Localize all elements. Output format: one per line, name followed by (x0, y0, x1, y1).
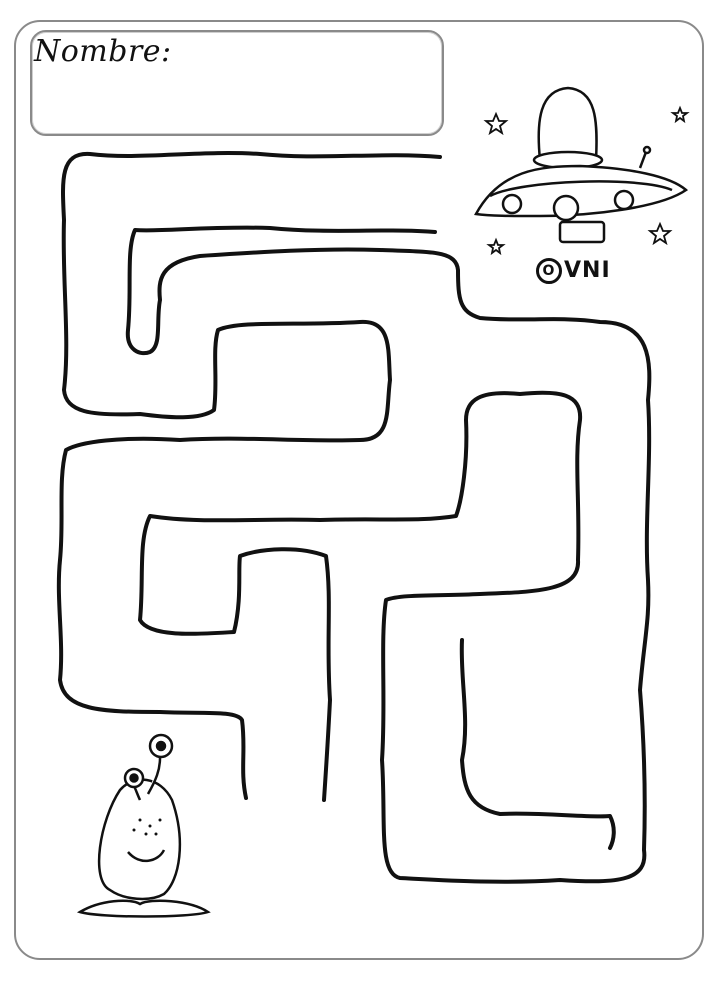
name-field[interactable] (30, 30, 444, 136)
name-label: Nombre: (34, 34, 172, 69)
alien-freckles (132, 818, 162, 836)
ufo-label-rest: VNI (564, 258, 611, 283)
maze-wall (125, 225, 652, 884)
ufo-illustration (474, 86, 689, 244)
star-icon (483, 105, 690, 256)
maze-wall (56, 151, 442, 800)
alien-illustration (76, 733, 211, 918)
worksheet-border (14, 20, 704, 960)
ufo-label-first: O (536, 258, 562, 284)
maze-wall (459, 638, 616, 850)
